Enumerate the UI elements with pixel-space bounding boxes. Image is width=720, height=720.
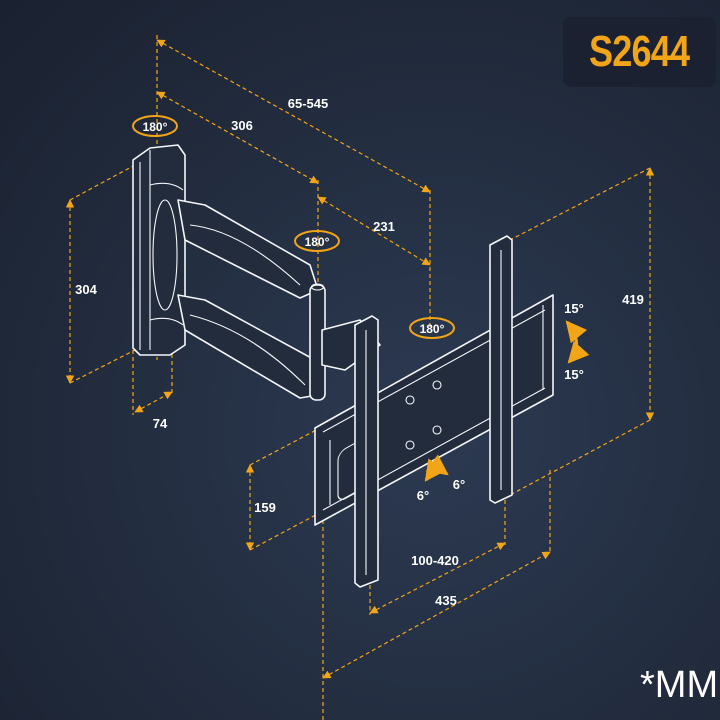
swivel-indicator-bracket: 180°: [409, 317, 455, 339]
label-offset: 159: [254, 500, 276, 515]
label-tilt-up: 15°: [564, 301, 584, 316]
dimension-lines: [65, 39, 655, 679]
model-badge: S2644: [563, 17, 716, 87]
tilt-arrow-icon: [565, 320, 590, 364]
label-first-arm: 306: [231, 118, 253, 133]
label-rotate-right: 6°: [453, 477, 465, 492]
model-number: S2644: [589, 27, 690, 76]
angle-swivel-wall: 180°: [143, 120, 168, 134]
label-arm-extension: 65-545: [288, 96, 328, 111]
vertical-strip-left: [354, 315, 379, 588]
wall-plate: [132, 144, 186, 356]
label-second-arm: 231: [373, 219, 395, 234]
dim-wall-plate-width-line: [134, 391, 173, 413]
label-bracket-width: 435: [435, 593, 457, 608]
label-vesa-range: 100-420: [411, 553, 459, 568]
dim-bracket-width-line: [322, 551, 551, 679]
swivel-indicator-wall: 180°: [132, 115, 178, 137]
label-tilt-down: 15°: [564, 367, 584, 382]
label-wall-plate-width: 74: [153, 416, 168, 431]
label-wall-plate-height: 304: [75, 282, 97, 297]
lower-arm: [177, 294, 319, 399]
angle-swivel-middle: 180°: [305, 235, 330, 249]
vertical-strip-right: [489, 235, 513, 504]
label-bracket-height: 419: [622, 292, 644, 307]
label-rotate-left: 6°: [417, 488, 429, 503]
dim-first-arm-line: [156, 91, 319, 184]
upper-arm: [177, 199, 319, 299]
dim-second-arm-line: [317, 196, 431, 266]
angle-swivel-bracket: 180°: [420, 322, 445, 336]
rotate-arrow-icon: [424, 454, 449, 482]
swivel-indicator-middle: 180°: [294, 230, 340, 252]
unit-note: *MM: [640, 664, 719, 706]
